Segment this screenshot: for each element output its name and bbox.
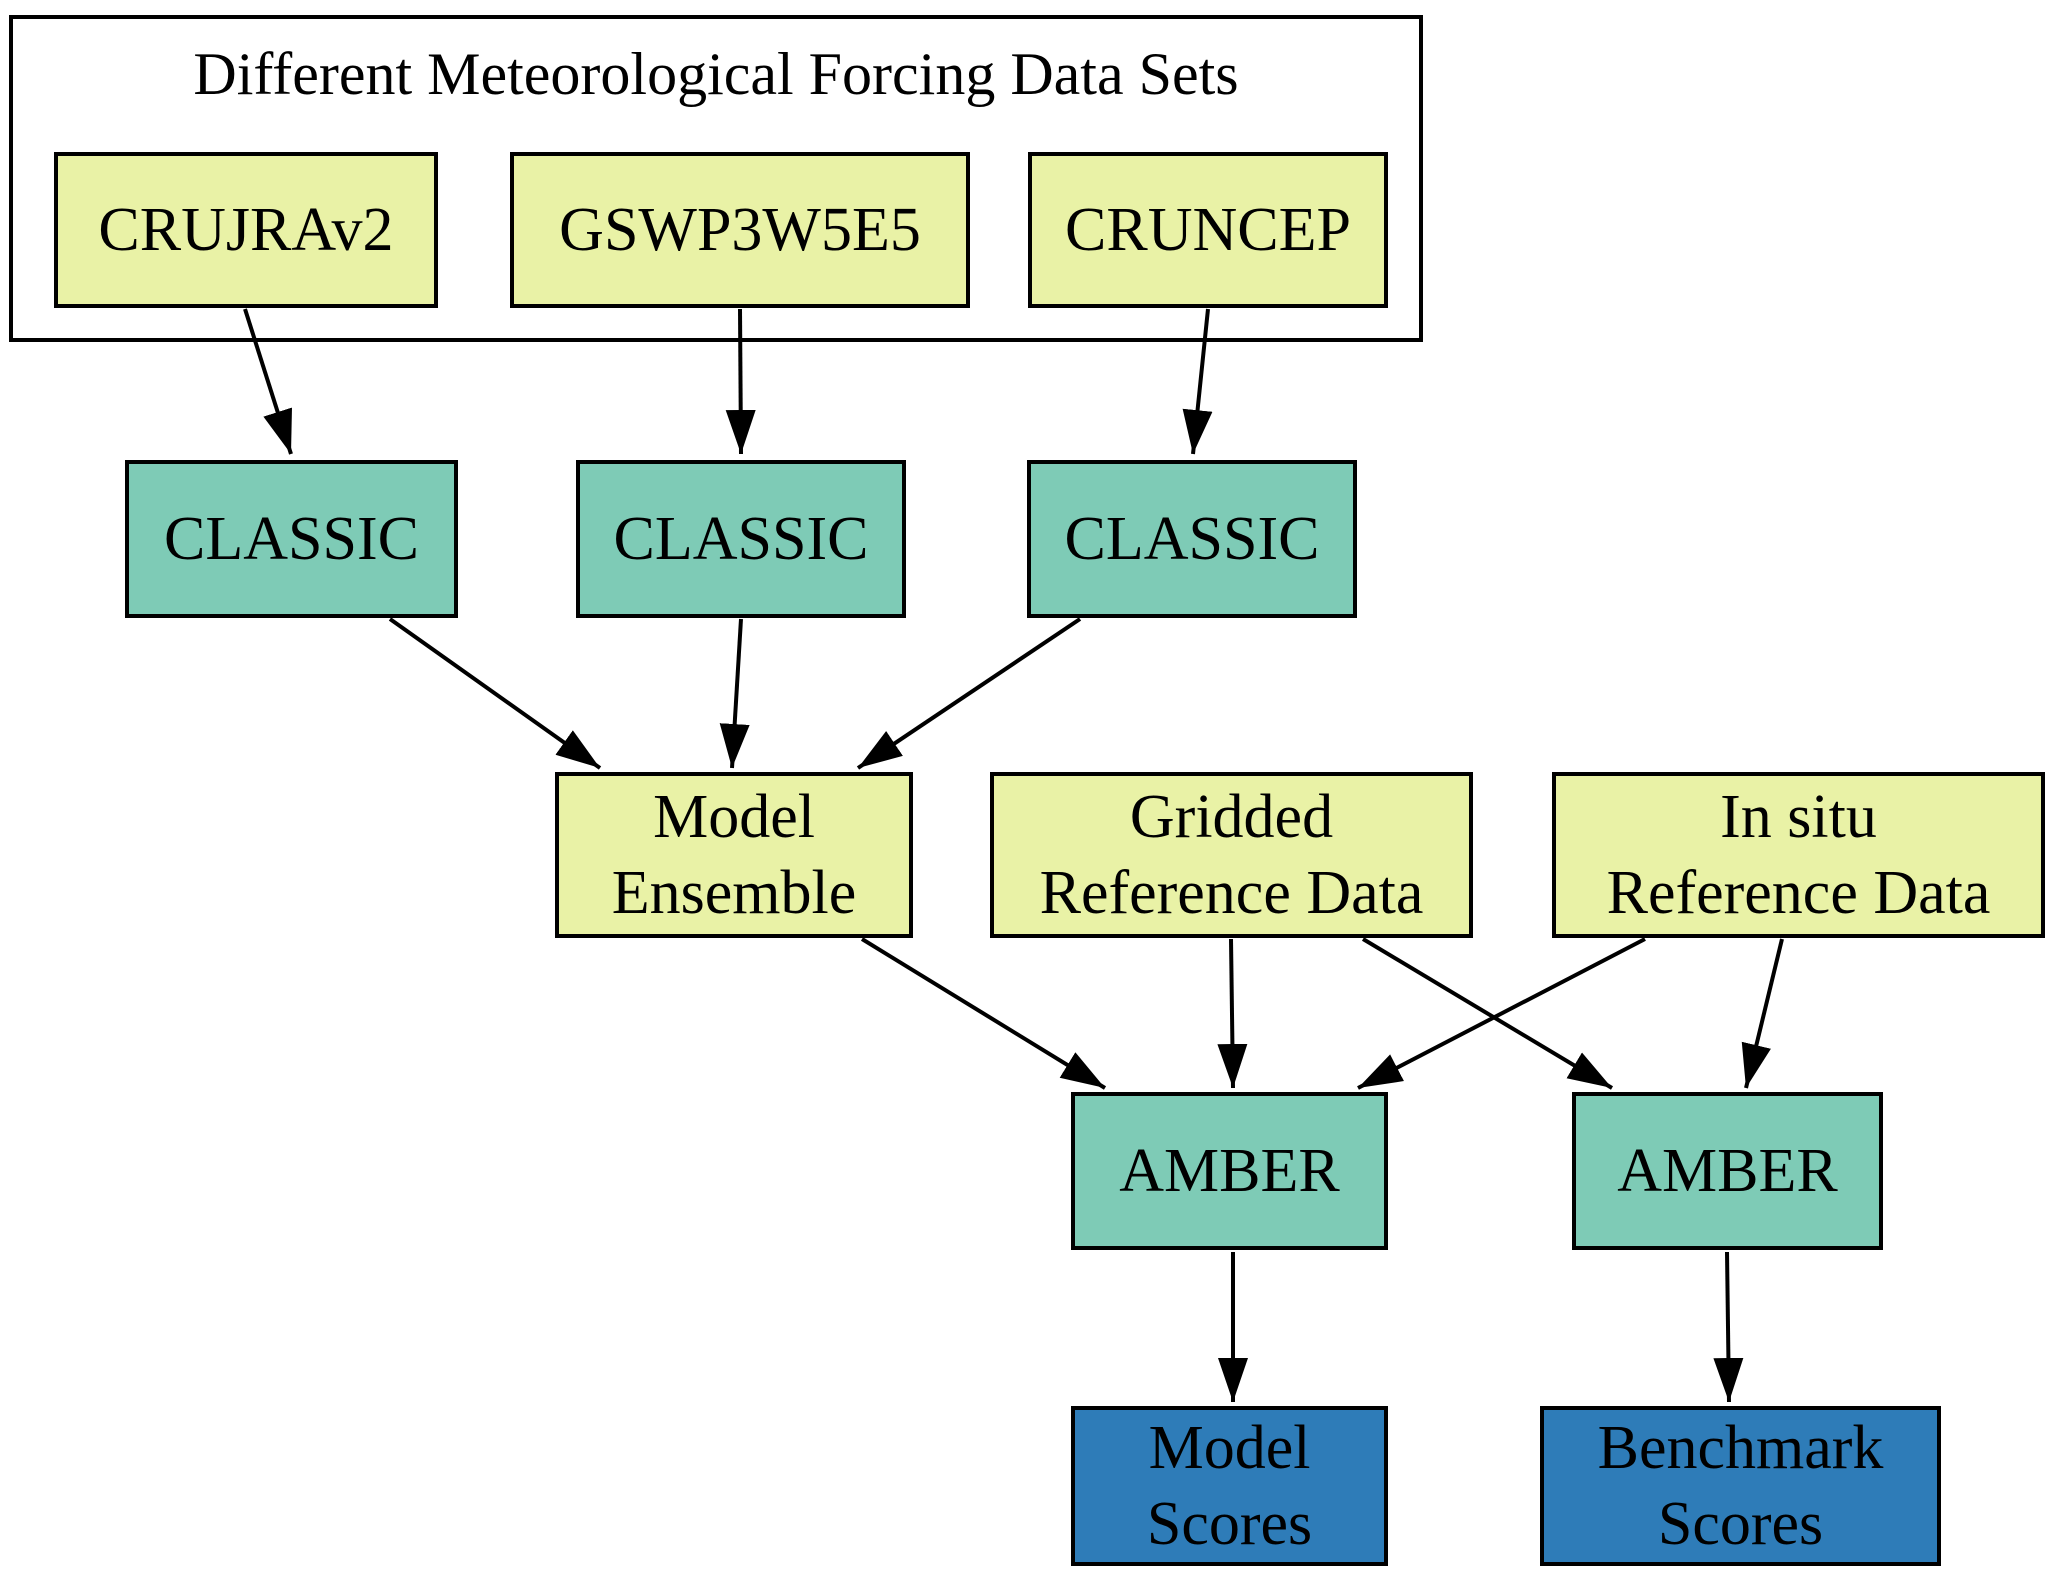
node-classic-3-label: CLASSIC [1064,505,1320,573]
edge-classic3-ensemble [856,617,1082,770]
edge-amberbenchmark-benchmarkscores [1713,1251,1744,1403]
cluster-title: Different Meteorological Forcing Data Se… [193,41,1239,107]
edge-gridded-amberbenchmark [1361,937,1614,1090]
node-amber-model: AMBER [1071,1092,1388,1250]
forcing-datasets-cluster: Different Meteorological Forcing Data Se… [9,15,1423,342]
edge-classic2-ensemble [719,618,750,769]
node-benchmark-scores-line1: Benchmark [1597,1414,1884,1482]
node-insitu-reference-data: In situ Reference Data [1552,772,2045,938]
node-benchmark-scores-line2: Scores [1657,1490,1824,1558]
node-gridded-reference-data: Gridded Reference Data [990,772,1473,938]
node-cruncep: CRUNCEP [1028,152,1388,308]
node-model-scores: Model Scores [1071,1406,1388,1566]
node-classic-1: CLASSIC [125,460,458,618]
node-classic-1-label: CLASSIC [164,505,419,573]
node-amber-benchmark: AMBER [1572,1092,1883,1250]
node-model-ensemble: Model Ensemble [555,772,913,938]
node-classic-2-label: CLASSIC [613,505,869,573]
node-gswp3w5e5-label: GSWP3W5E5 [559,196,921,264]
edge-insitu-ambermodel [1357,937,1646,1090]
node-classic-3: CLASSIC [1027,460,1357,618]
node-model-ensemble-line1: Model [653,783,815,851]
node-model-ensemble-line2: Ensemble [611,859,857,927]
node-gridded-reference-line2: Reference Data [1039,859,1424,927]
edge-ensemble-ambermodel [860,937,1107,1090]
node-gswp3w5e5: GSWP3W5E5 [510,152,970,308]
node-cruncep-label: CRUNCEP [1065,196,1351,264]
node-classic-2: CLASSIC [576,460,906,618]
edge-gridded-ambermodel [1217,938,1248,1089]
node-insitu-reference-line1: In situ [1720,783,1877,851]
edge-classic1-ensemble [388,617,602,770]
node-model-scores-line2: Scores [1146,1490,1313,1558]
node-amber-benchmark-label: AMBER [1617,1137,1838,1205]
node-crujrav2: CRUJRAv2 [54,152,438,308]
node-amber-model-label: AMBER [1119,1137,1340,1205]
edge-insitu-amberbenchmark [1741,938,1784,1089]
node-insitu-reference-line2: Reference Data [1606,859,1991,927]
node-gridded-reference-line1: Gridded [1129,783,1334,851]
node-model-scores-line1: Model [1148,1414,1311,1482]
node-benchmark-scores: Benchmark Scores [1540,1406,1941,1566]
node-crujrav2-label: CRUJRAv2 [98,196,394,264]
